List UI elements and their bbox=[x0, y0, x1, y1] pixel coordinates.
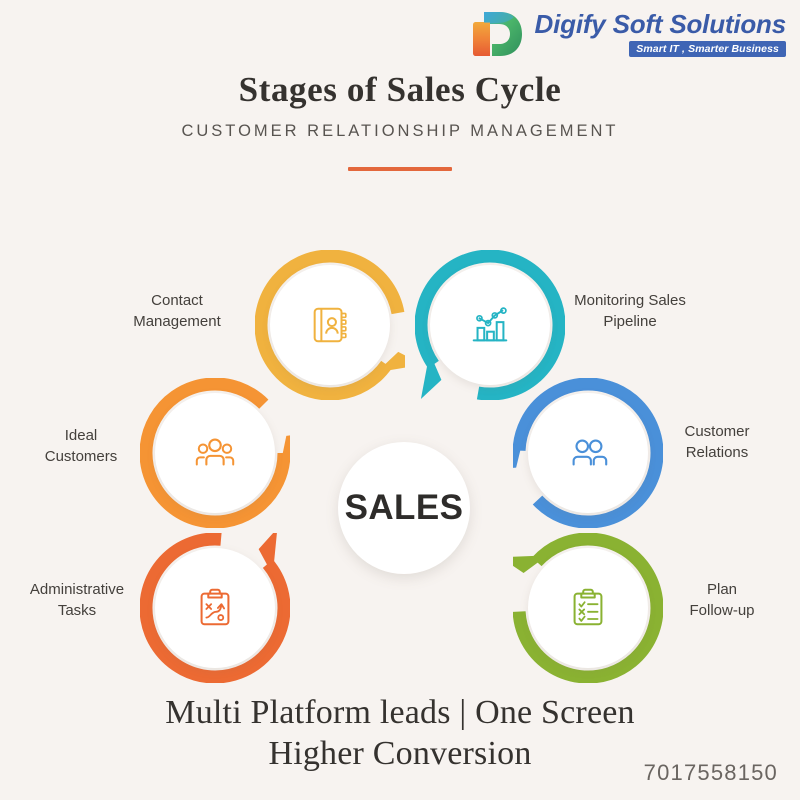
node-disc-ideal-customers bbox=[155, 393, 275, 513]
brand-text-block: Digify Soft Solutions Smart IT , Smarter… bbox=[534, 8, 787, 58]
clipboard-checklist-icon bbox=[573, 588, 603, 626]
node-ideal-customers[interactable] bbox=[140, 378, 290, 528]
label-line: Pipeline bbox=[603, 312, 657, 330]
arc-contact-management bbox=[255, 250, 405, 400]
arc-administrative-tasks bbox=[140, 533, 290, 683]
brand-tagline: Smart IT , Smarter Business bbox=[629, 40, 786, 58]
page-title: Stages of Sales Cycle bbox=[238, 70, 562, 109]
label-line: Monitoring Sales bbox=[574, 292, 686, 309]
center-label: SALES bbox=[344, 488, 464, 527]
header-block: Stages of Sales Cycle CUSTOMER RELATIONS… bbox=[0, 70, 800, 172]
title-divider bbox=[348, 167, 452, 172]
label-line: Relations bbox=[685, 443, 749, 461]
bar-chart-trend-icon bbox=[472, 307, 508, 342]
arc-customer-relations bbox=[513, 378, 663, 528]
label-line: Contact bbox=[151, 292, 203, 309]
label-line: Management bbox=[133, 312, 221, 330]
clipboard-strategy-icon bbox=[200, 588, 230, 626]
arc-plan-follow-up bbox=[513, 533, 663, 683]
brand-logo: Digify Soft Solutions Smart IT , Smarter… bbox=[470, 8, 786, 60]
node-administrative-tasks[interactable] bbox=[140, 533, 290, 683]
node-plan-follow-up[interactable] bbox=[513, 533, 663, 683]
node-disc-contact-management bbox=[270, 265, 390, 385]
center-hub: SALES bbox=[338, 442, 470, 574]
node-monitoring-sales-pipeline[interactable] bbox=[415, 250, 565, 400]
node-label-plan-follow-up: Plan Follow-up bbox=[637, 580, 800, 621]
sales-cycle-diagram: Contact Management Monitoring Sales Pipe… bbox=[0, 250, 800, 690]
label-line: Plan bbox=[706, 581, 738, 598]
node-label-ideal-customers: Ideal Customers bbox=[0, 426, 166, 467]
contact-book-icon bbox=[313, 307, 347, 343]
arc-ideal-customers bbox=[140, 378, 290, 528]
phone-number: 7017558150 bbox=[643, 760, 778, 785]
node-label-monitoring-sales-pipeline: Monitoring Sales Pipeline bbox=[545, 291, 715, 332]
node-label-customer-relations: Customer Relations bbox=[632, 422, 800, 463]
label-line: Customers bbox=[44, 447, 118, 465]
three-people-group-icon bbox=[195, 438, 235, 466]
footer-line-2: Higher Conversion bbox=[268, 735, 532, 773]
node-customer-relations[interactable] bbox=[513, 378, 663, 528]
node-label-contact-management: Contact Management bbox=[92, 291, 262, 332]
label-line: Administrative bbox=[29, 581, 125, 598]
node-disc-plan-follow-up bbox=[528, 548, 648, 668]
footer-line-1: Multi Platform leads | One Screen bbox=[165, 694, 635, 731]
digify-d-logo-icon bbox=[472, 12, 522, 56]
label-line: Customer bbox=[684, 423, 750, 440]
node-contact-management[interactable] bbox=[255, 250, 405, 400]
label-line: Follow-up bbox=[689, 601, 755, 619]
label-line: Tasks bbox=[57, 601, 97, 619]
label-line: Ideal bbox=[64, 427, 98, 444]
node-disc-monitoring-sales-pipeline bbox=[430, 265, 550, 385]
footer-block: Multi Platform leads | One Screen Higher… bbox=[0, 692, 800, 775]
page-subtitle: CUSTOMER RELATIONSHIP MANAGEMENT bbox=[181, 122, 619, 141]
node-label-administrative-tasks: Administrative Tasks bbox=[0, 580, 162, 621]
arc-monitoring-sales-pipeline bbox=[415, 250, 565, 400]
two-people-icon bbox=[572, 439, 608, 466]
node-disc-customer-relations bbox=[528, 393, 648, 513]
brand-name: Digify Soft Solutions bbox=[534, 8, 787, 39]
node-disc-administrative-tasks bbox=[155, 548, 275, 668]
